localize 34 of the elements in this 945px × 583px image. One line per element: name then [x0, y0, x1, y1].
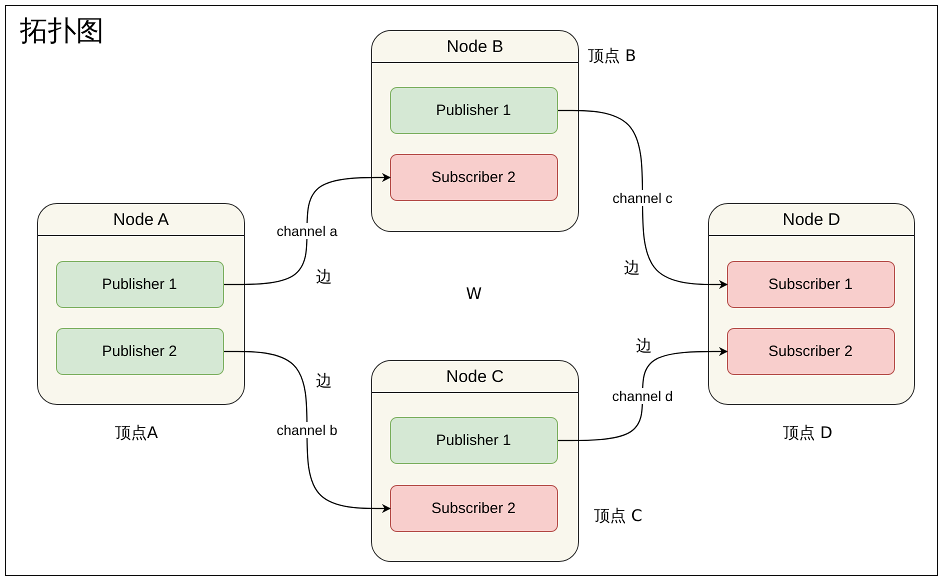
publisher-box: Publisher 1 [390, 86, 558, 134]
connector-arrow [558, 347, 728, 442]
subscriber-box: Subscriber 1 [726, 260, 894, 308]
edge-label: channel a [274, 223, 340, 239]
note-label: 边 [636, 336, 652, 357]
node-title: Node C [445, 367, 505, 387]
vertex-caption: 顶点 B [588, 46, 636, 67]
publisher-box: Publisher 2 [56, 328, 224, 374]
vertex-caption: 顶点 C [594, 506, 642, 527]
node-title: Node A [112, 210, 170, 230]
subscriber-box: Subscriber 2 [390, 484, 558, 532]
connector-arrow [224, 350, 391, 513]
connector-arrow [558, 110, 728, 289]
vertex-caption: 顶点A [115, 423, 158, 444]
node-container [37, 203, 245, 405]
connector-arrow [224, 173, 391, 286]
diagram-title: 拓扑图 [20, 13, 104, 49]
note-label: 边 [624, 258, 640, 279]
node-container [371, 360, 579, 562]
node-container [371, 30, 579, 232]
vertex-caption: 顶点 D [783, 423, 832, 444]
note-label: W [466, 284, 482, 303]
edge-label: channel c [610, 190, 674, 206]
subscriber-box: Subscriber 2 [390, 154, 558, 200]
subscriber-box: Subscriber 2 [726, 328, 894, 374]
publisher-box: Publisher 1 [56, 260, 224, 308]
node-title: Node D [782, 210, 842, 230]
edge-label: channel b [274, 422, 340, 438]
node-title: Node B [446, 37, 504, 57]
note-label: 边 [316, 371, 332, 392]
edge-label: channel d [610, 388, 675, 404]
note-label: 边 [316, 267, 332, 288]
publisher-box: Publisher 1 [390, 416, 558, 464]
node-container [708, 203, 915, 405]
